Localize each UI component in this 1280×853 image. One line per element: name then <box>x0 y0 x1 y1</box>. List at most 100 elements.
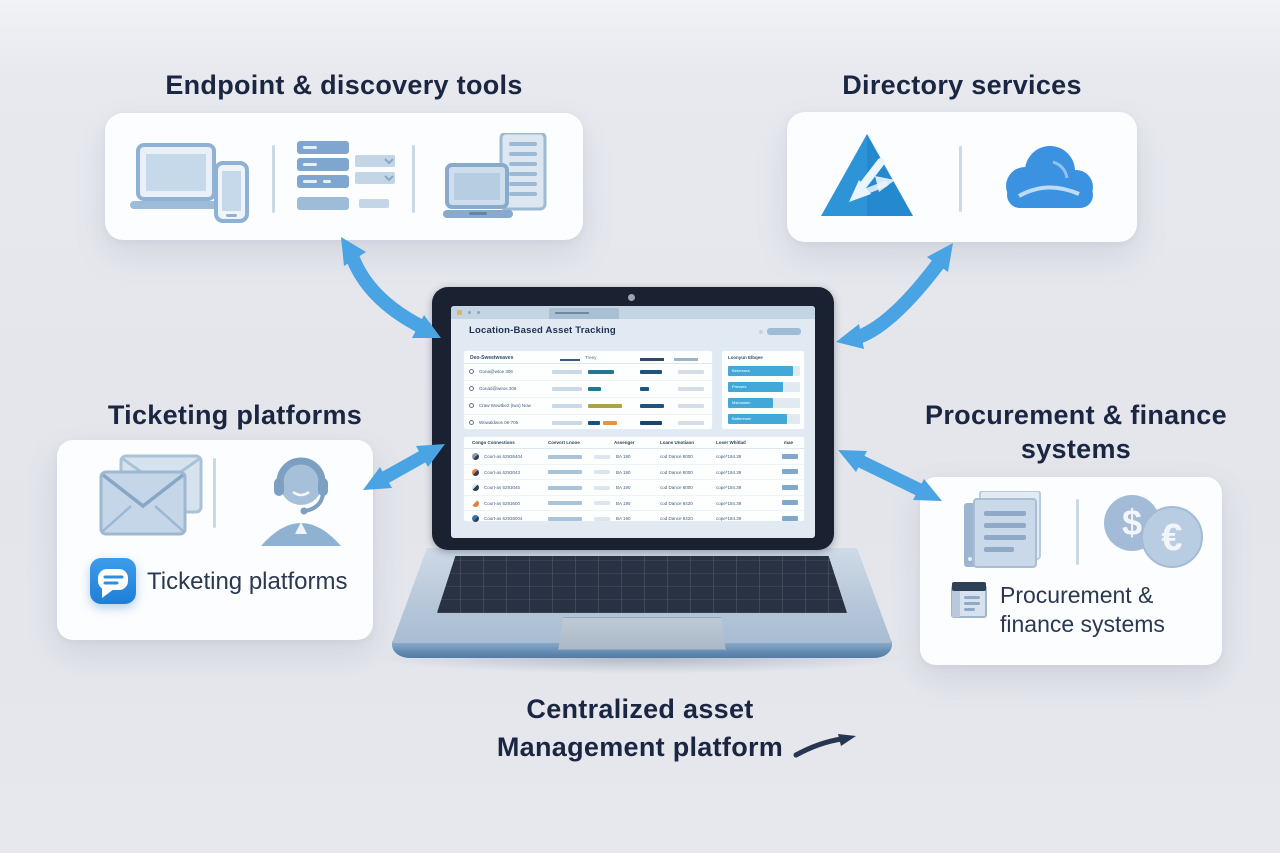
status-dot-icon <box>472 499 479 507</box>
procurement-card: $ € Procurement & finance systems <box>920 477 1222 665</box>
usage-bar <box>640 386 649 391</box>
caption-arrow-icon <box>793 734 856 758</box>
cell-bar <box>594 470 610 475</box>
divider <box>412 145 415 213</box>
status-bar: Presses <box>728 382 800 392</box>
asset-name: Gona@wtoe 306 <box>479 369 513 374</box>
cell-date: cod Dance 8000 <box>660 454 693 459</box>
procurement-app-label: Procurement & finance systems <box>1000 581 1165 639</box>
asset-row: Wowaldwos 06-706 <box>464 415 712 431</box>
usage-track <box>552 421 582 425</box>
usage-tail-bar <box>678 370 704 374</box>
ticketing-app-label: Ticketing platforms <box>147 568 348 595</box>
usage-segments <box>588 403 625 408</box>
cell-price: cope*184.39 <box>716 485 742 491</box>
procurement-title-line1: Procurement & finance <box>925 400 1227 430</box>
table-header-cell: Loser Whitlad <box>716 440 746 445</box>
usage-bar <box>640 403 664 408</box>
legend-line <box>674 358 698 361</box>
usage-tail-bar <box>678 404 704 408</box>
cell-date: cod Dance 8420 <box>660 516 693 522</box>
cell-name: Court-as 62936004 <box>484 516 523 522</box>
cell-date: cod Dance 8000 <box>660 485 693 491</box>
window-control-icon <box>468 311 471 314</box>
asset-name: Wowaldwos 06-706 <box>479 420 519 425</box>
divider <box>213 458 216 528</box>
cell-bar <box>594 485 610 490</box>
status-bar-fill: Mstrossen <box>728 398 773 408</box>
cell-qty: BA 195 <box>616 500 631 506</box>
asset-row: Craw Wowtbe2 (two) Now <box>464 398 712 415</box>
status-bar: Betorsses <box>728 366 800 376</box>
asset-name: Craw Wowtbe2 (two) Now <box>479 403 531 408</box>
caption-line2: Management platform <box>496 732 784 762</box>
ticketing-app-icon <box>90 558 136 604</box>
usage-tail-bar <box>678 387 704 391</box>
usage-bar <box>603 420 617 425</box>
cell-price: cope*184.39 <box>716 500 742 506</box>
finance-coins-icon: $ € <box>1104 495 1203 568</box>
status-bar-fill: Betorsses <box>728 366 793 376</box>
legend-label: Treey <box>585 355 597 360</box>
usage-bar <box>588 403 622 408</box>
asset-panel-header-label: Deo-Sweetweaves <box>470 355 514 361</box>
asset-name: Gonad@weos 306 <box>479 386 517 391</box>
divider <box>959 146 962 212</box>
support-agent-icon <box>261 457 341 546</box>
laptop-trackpad <box>558 617 726 650</box>
asset-tracking-panel: Deo-Sweetweaves Treey Gona@wtoe 306 <box>463 350 713 430</box>
cell-bar <box>782 500 798 506</box>
cell-qty: BA 190 <box>616 454 631 459</box>
window-control-icon <box>477 311 480 314</box>
gear-icon <box>469 420 474 425</box>
cell-bar <box>594 454 610 459</box>
usage-bar <box>640 420 662 425</box>
euro-coin-icon: € <box>1141 506 1203 568</box>
cell-bar <box>548 485 582 490</box>
asset-panel-header: Deo-Sweetweaves Treey <box>464 351 712 364</box>
cell-bar <box>782 453 798 459</box>
status-bar-fill: Presses <box>728 382 783 392</box>
bidirectional-arrow-top-left <box>341 237 441 338</box>
cell-bar <box>782 469 798 475</box>
euro-glyph: € <box>1161 517 1182 559</box>
browser-chrome <box>451 306 815 319</box>
cell-bar <box>594 516 610 521</box>
procurement-title: Procurement & finance systems <box>886 398 1266 466</box>
email-icon <box>99 454 203 536</box>
receipt-icon <box>951 582 987 618</box>
endpoint-discovery-card <box>105 113 583 240</box>
usage-track <box>552 404 582 408</box>
cell-name: Court-as 6293600 <box>484 500 521 506</box>
status-dot-icon <box>472 468 479 476</box>
cell-bar <box>548 454 582 459</box>
divider <box>272 145 275 213</box>
status-panel: Lsonyun Elbqee Betorsses Presses Mstross… <box>721 350 805 430</box>
table-header-row: Congo Connections Coevort Lnooe Assenger… <box>464 437 804 449</box>
cell-bar <box>782 484 798 490</box>
cell-price: cope*184.39 <box>716 469 742 475</box>
laptop-phone-icon <box>130 143 249 223</box>
cell-date: cod Dance 8420 <box>660 500 693 506</box>
status-panel-header: Lsonyun Elbqee <box>728 355 763 360</box>
table-header-cell: mae <box>784 440 794 445</box>
cell-bar <box>594 501 610 506</box>
window-control-icon <box>457 310 462 315</box>
cell-bar <box>548 501 582 506</box>
procurement-app-label-line1: Procurement & <box>1000 582 1154 608</box>
dollar-glyph: $ <box>1122 502 1142 543</box>
status-dot-icon <box>472 484 479 492</box>
legend-line <box>560 359 580 361</box>
usage-tail-bar <box>678 421 704 425</box>
cell-qty: BA 190 <box>616 485 631 491</box>
procurement-title-line2: systems <box>1020 434 1132 464</box>
usage-bar <box>588 420 600 425</box>
table-row: Court-as 6293043 BA 190 cod Dance 8000 c… <box>464 465 804 481</box>
legend-line <box>640 358 664 361</box>
active-directory-icon <box>821 134 913 216</box>
table-row: Court-as 6293600 BA 195 cod Dance 8420 c… <box>464 496 804 512</box>
table-header-cell: Loans Unotiaon <box>660 440 694 445</box>
tab-text-placeholder <box>555 312 589 314</box>
platform-caption: Centralized asset Management platform <box>400 690 880 766</box>
